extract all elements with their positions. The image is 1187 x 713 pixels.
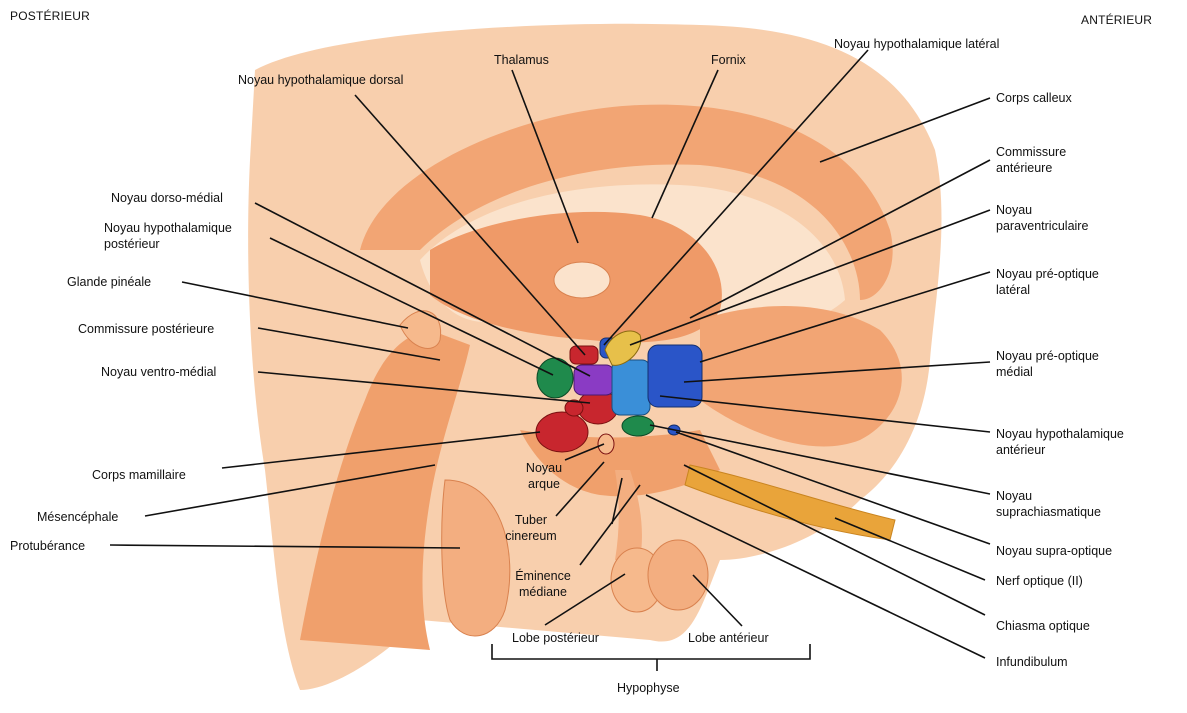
nucleus-suprachiasmatic-green: [622, 416, 654, 436]
label-chiasma-optique: Chiasma optique: [996, 618, 1090, 634]
label-fornix: Fornix: [711, 52, 746, 68]
posterior-corner-label: POSTÉRIEUR: [10, 8, 90, 24]
label-noyau-suprachiasmatique-line1: Noyau: [996, 488, 1101, 504]
nucleus-mamillary-body: [536, 412, 588, 452]
label-noyau-dorso-medial: Noyau dorso-médial: [111, 190, 223, 206]
label-noyau-arque-line2: arque: [516, 476, 572, 492]
label-noyau-preoptique-lateral-line1: Noyau pré-optique: [996, 266, 1099, 282]
nucleus-arcuate: [598, 434, 614, 454]
label-noyau-preoptique-medial-line1: Noyau pré-optique: [996, 348, 1099, 364]
label-infundibulum: Infundibulum: [996, 654, 1068, 670]
label-noyau-suprachiasmatique: Noyau suprachiasmatique: [996, 488, 1101, 520]
label-tuber-cinereum: Tuber cinereum: [500, 512, 562, 544]
hypophyse-bracket: [492, 644, 810, 659]
label-noyau-arque-line1: Noyau: [516, 460, 572, 476]
label-noyau-hypothalamique-dorsal: Noyau hypothalamique dorsal: [238, 72, 403, 88]
label-noyau-hypothalamique-anterieur: Noyau hypothalamique antérieur: [996, 426, 1124, 458]
anterior-corner-label: ANTÉRIEUR: [1081, 12, 1152, 28]
label-protuberance: Protubérance: [10, 538, 85, 554]
label-thalamus: Thalamus: [494, 52, 549, 68]
label-noyau-hypothalamique-anterieur-line2: antérieur: [996, 442, 1124, 458]
label-noyau-hypothalamique-anterieur-line1: Noyau hypothalamique: [996, 426, 1124, 442]
label-lobe-anterieur: Lobe antérieur: [688, 630, 769, 646]
label-commissure-anterieure-line2: antérieure: [996, 160, 1066, 176]
label-commissure-anterieure: Commissure antérieure: [996, 144, 1066, 176]
label-hypophyse: Hypophyse: [617, 680, 680, 696]
label-noyau-hypothalamique-posterieur-line1: Noyau hypothalamique: [104, 220, 232, 236]
label-eminence-mediane-line2: médiane: [506, 584, 580, 600]
nucleus-anterior-lightblue: [612, 360, 650, 415]
label-noyau-preoptique-medial: Noyau pré-optique médial: [996, 348, 1099, 380]
label-nerf-optique: Nerf optique (II): [996, 573, 1083, 589]
label-noyau-paraventriculaire-line2: paraventriculaire: [996, 218, 1088, 234]
label-commissure-posterieure: Commissure postérieure: [78, 321, 214, 337]
label-noyau-preoptique-lateral: Noyau pré-optique latéral: [996, 266, 1099, 298]
label-commissure-anterieure-line1: Commissure: [996, 144, 1066, 160]
label-mesencephale: Mésencéphale: [37, 509, 118, 525]
label-noyau-suprachiasmatique-line2: suprachiasmatique: [996, 504, 1101, 520]
label-noyau-hypothalamique-posterieur: Noyau hypothalamique postérieur: [104, 220, 232, 252]
pituitary-anterior-lobe: [648, 540, 708, 610]
label-tuber-cinereum-line2: cinereum: [500, 528, 562, 544]
label-eminence-mediane: Éminence médiane: [506, 568, 580, 600]
label-noyau-paraventriculaire-line1: Noyau: [996, 202, 1088, 218]
label-noyau-supraoptique: Noyau supra-optique: [996, 543, 1112, 559]
label-eminence-mediane-line1: Éminence: [506, 568, 580, 584]
leader-nerf-optique: [835, 518, 985, 580]
label-noyau-hypothalamique-posterieur-line2: postérieur: [104, 236, 232, 252]
label-lobe-posterieur: Lobe postérieur: [512, 630, 599, 646]
label-noyau-arque: Noyau arque: [516, 460, 572, 492]
label-noyau-preoptique-lateral-line2: latéral: [996, 282, 1099, 298]
label-corps-calleux: Corps calleux: [996, 90, 1072, 106]
label-noyau-hypothalamique-lateral: Noyau hypothalamique latéral: [834, 36, 999, 52]
label-glande-pineale: Glande pinéale: [67, 274, 151, 290]
label-corps-mamillaire: Corps mamillaire: [92, 467, 186, 483]
label-noyau-paraventriculaire: Noyau paraventriculaire: [996, 202, 1088, 234]
label-noyau-ventro-medial: Noyau ventro-médial: [101, 364, 216, 380]
nucleus-dorsomedial: [574, 365, 614, 395]
label-tuber-cinereum-line1: Tuber: [500, 512, 562, 528]
label-noyau-preoptique-medial-line2: médial: [996, 364, 1099, 380]
interthalamic-adhesion: [554, 262, 610, 298]
